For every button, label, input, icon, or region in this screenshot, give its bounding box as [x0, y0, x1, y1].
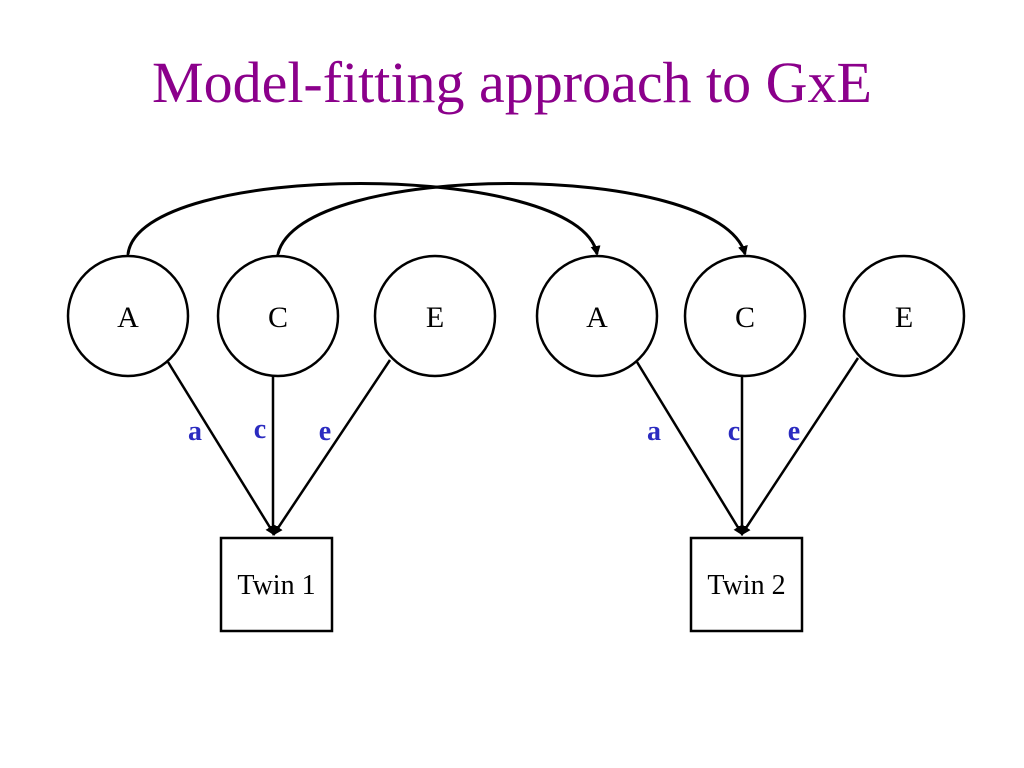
- twin2-path-a-label: a: [647, 416, 661, 447]
- twin2-latent-e: E: [842, 254, 966, 378]
- twin1-latent-e: E: [373, 254, 497, 378]
- twin1-path-c-label: c: [254, 414, 266, 445]
- twin1-path-e-label: e: [319, 416, 331, 447]
- twin2-latent-a: A: [535, 254, 659, 378]
- twin2-path-a-line: [635, 361, 744, 536]
- twin2-path-e-line: [740, 357, 860, 536]
- twin2-latent-c: C: [683, 254, 807, 378]
- twin1-latent-c-label: C: [268, 301, 288, 334]
- twin1-latent-e-label: E: [426, 301, 444, 334]
- twin1-observed-box: Twin 1: [219, 536, 334, 633]
- twin2-latent-c-label: C: [735, 301, 755, 334]
- twin2-latent-a-label: A: [586, 301, 608, 334]
- covariance-arc-c: [271, 182, 748, 263]
- twin2-observed-label: Twin 2: [707, 570, 785, 601]
- slide-title: Model-fitting approach to GxE: [152, 50, 872, 115]
- twin1-latent-a: A: [66, 254, 190, 378]
- twin1-path-a-label: a: [188, 416, 202, 447]
- twin2-path-e-label: e: [788, 416, 800, 447]
- covariance-arc-a: [121, 182, 601, 263]
- twin2-observed-box: Twin 2: [689, 536, 804, 633]
- twin1-path-a-line: [166, 361, 276, 536]
- twin2-path-c-label: c: [728, 416, 740, 447]
- twin1-latent-c: C: [216, 254, 340, 378]
- twin2-latent-e-label: E: [895, 301, 913, 334]
- twin1-path-e-line: [272, 359, 392, 536]
- twin1-observed-label: Twin 1: [237, 570, 315, 601]
- twin1-latent-a-label: A: [117, 301, 139, 334]
